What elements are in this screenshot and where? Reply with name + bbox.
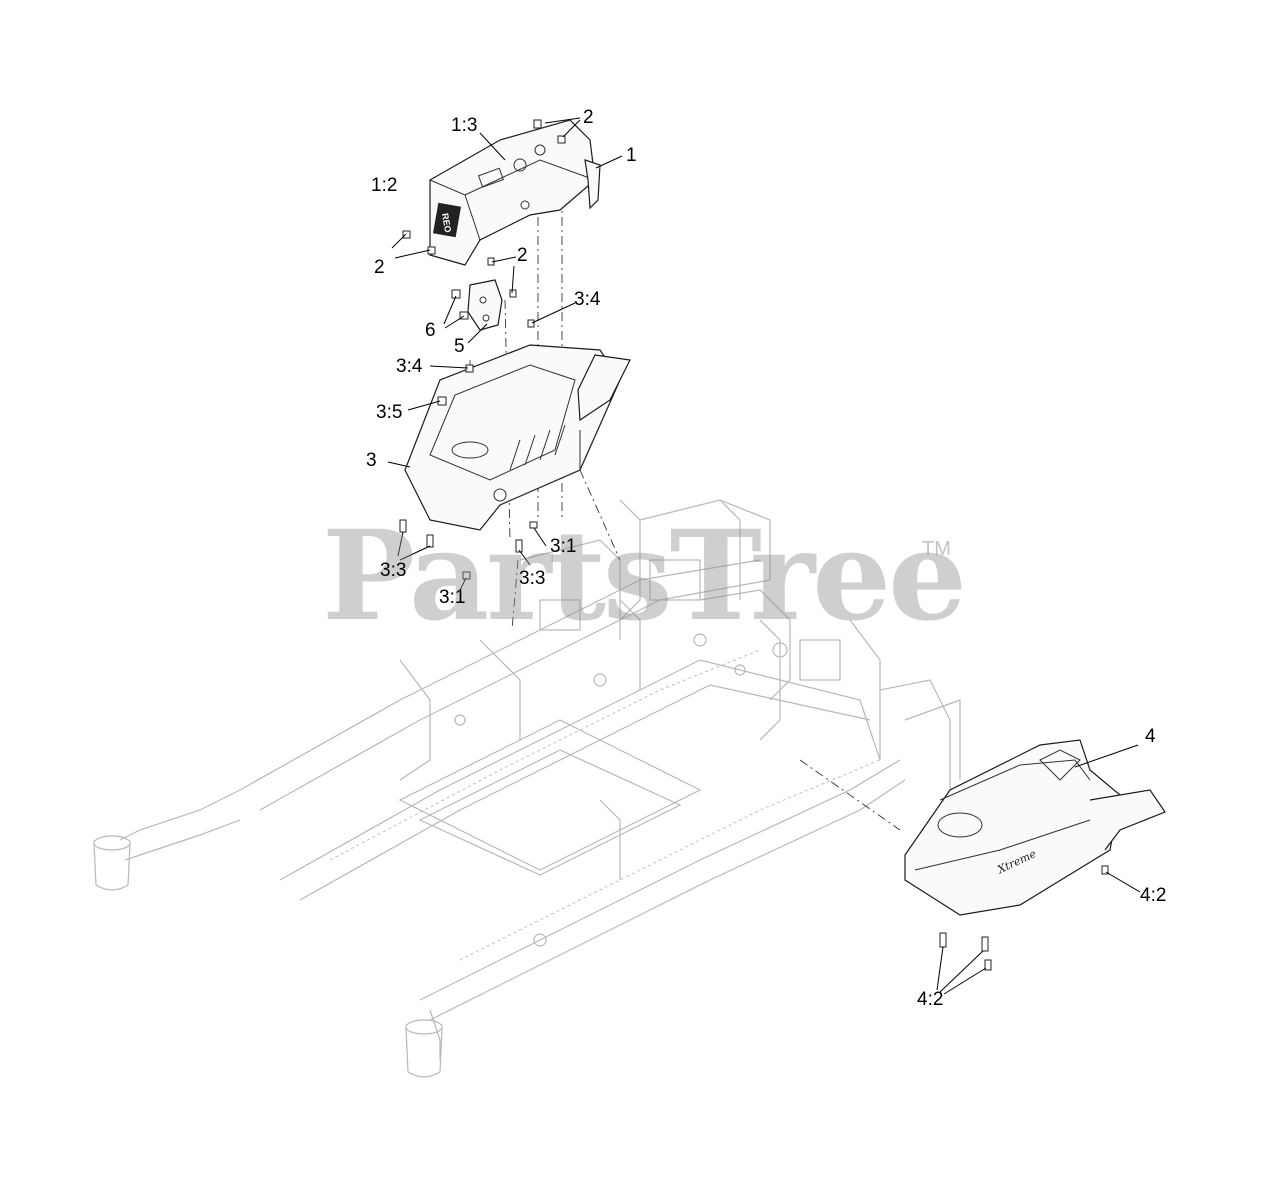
partstree-watermark: PartsTree xyxy=(322,504,967,649)
callout-6: 6 xyxy=(425,320,436,341)
callout-3-1-right: 3:1 xyxy=(550,536,577,557)
callout-3-1-bottom: 3:1 xyxy=(439,587,466,608)
callout-2-top: 2 xyxy=(583,107,594,128)
bracket-part xyxy=(451,279,503,331)
callout-3-3-left: 3:3 xyxy=(380,560,407,581)
callout-3-5: 3:5 xyxy=(376,402,403,423)
callout-1-3: 1:3 xyxy=(451,115,478,136)
console-cover: REO xyxy=(429,119,601,266)
callout-3-4-left: 3:4 xyxy=(396,356,423,377)
callout-3: 3 xyxy=(366,450,377,471)
leader-lines xyxy=(387,117,1141,995)
callout-3-3-right: 3:3 xyxy=(519,568,546,589)
console-label-text: REO xyxy=(440,212,453,233)
callout-5: 5 xyxy=(454,336,465,357)
mower-frame xyxy=(93,499,961,1078)
callout-4: 4 xyxy=(1145,726,1156,747)
trademark-symbol: TM xyxy=(922,538,951,560)
seat-hood: Xtreme xyxy=(904,739,1166,916)
callout-2-mid: 2 xyxy=(517,245,528,266)
fasteners xyxy=(399,119,1109,971)
callout-1: 1 xyxy=(626,145,637,166)
callout-2-left: 2 xyxy=(374,257,385,278)
console-tray xyxy=(404,344,631,531)
callout-4-2-bottom: 4:2 xyxy=(917,989,944,1010)
callout-4-2-right: 4:2 xyxy=(1140,885,1167,906)
callout-1-2: 1:2 xyxy=(371,175,398,196)
alignment-lines xyxy=(469,160,901,831)
callout-3-4-right: 3:4 xyxy=(574,289,601,310)
